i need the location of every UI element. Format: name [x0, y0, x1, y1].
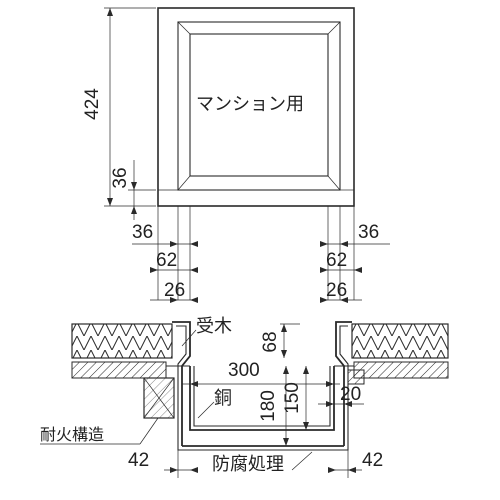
plan-outer-frame: [157, 7, 355, 207]
frame-left-profile: [172, 321, 191, 446]
label-ukegi: 受木: [196, 316, 232, 337]
plan-view: マンション用: [157, 7, 355, 207]
frame-right-profile: [335, 321, 352, 446]
plan-frame-band: [177, 21, 341, 191]
plan-extension-lines: [157, 206, 355, 300]
dim-frame-height: 36: [110, 160, 156, 220]
plan-inner-panel: [189, 33, 329, 177]
dim-text-26-left: 26: [164, 280, 185, 301]
dim-text-36-left: 36: [132, 222, 153, 243]
dim-text-62-left: 62: [156, 250, 177, 271]
dim-opening: 300: [182, 360, 340, 387]
floor-slab-left: [71, 361, 167, 379]
dims-left: 36 62 26: [132, 222, 198, 303]
dim-text-424: 424: [82, 88, 103, 120]
dims-depth: 68 150 180: [258, 323, 309, 446]
dim-text-42-left: 42: [128, 450, 149, 471]
dim-text-20: 20: [340, 384, 361, 405]
floor-insulation-right: [351, 323, 449, 359]
section-view: [71, 321, 449, 451]
dim-text-36-vertical: 36: [110, 167, 131, 188]
dim-text-300: 300: [228, 360, 260, 381]
dim-overall-height: 424: [82, 7, 156, 207]
dim-text-62-right: 62: [326, 250, 347, 271]
label-boufu: 防腐処理: [212, 454, 284, 475]
dims-bottom: 42 42: [128, 450, 383, 478]
dim-text-150: 150: [282, 382, 303, 414]
section-labels: 受木 銅 耐火構造 防腐処理: [40, 316, 313, 475]
dim-text-36-right: 36: [358, 222, 379, 243]
floor-slab-right: [353, 361, 449, 379]
dim-text-180: 180: [258, 390, 279, 422]
dim-text-26-right: 26: [326, 280, 347, 301]
dim-gap: 20: [318, 384, 364, 407]
dims-right: 36 62 26: [320, 222, 390, 303]
floor-insulation-left: [71, 323, 173, 359]
copper-tray: [189, 366, 335, 431]
plan-label: マンション用: [196, 94, 304, 115]
dim-text-42-right: 42: [362, 450, 383, 471]
label-taika: 耐火構造: [40, 425, 104, 444]
label-dou: 銅: [214, 388, 232, 409]
dim-text-68: 68: [260, 331, 281, 352]
